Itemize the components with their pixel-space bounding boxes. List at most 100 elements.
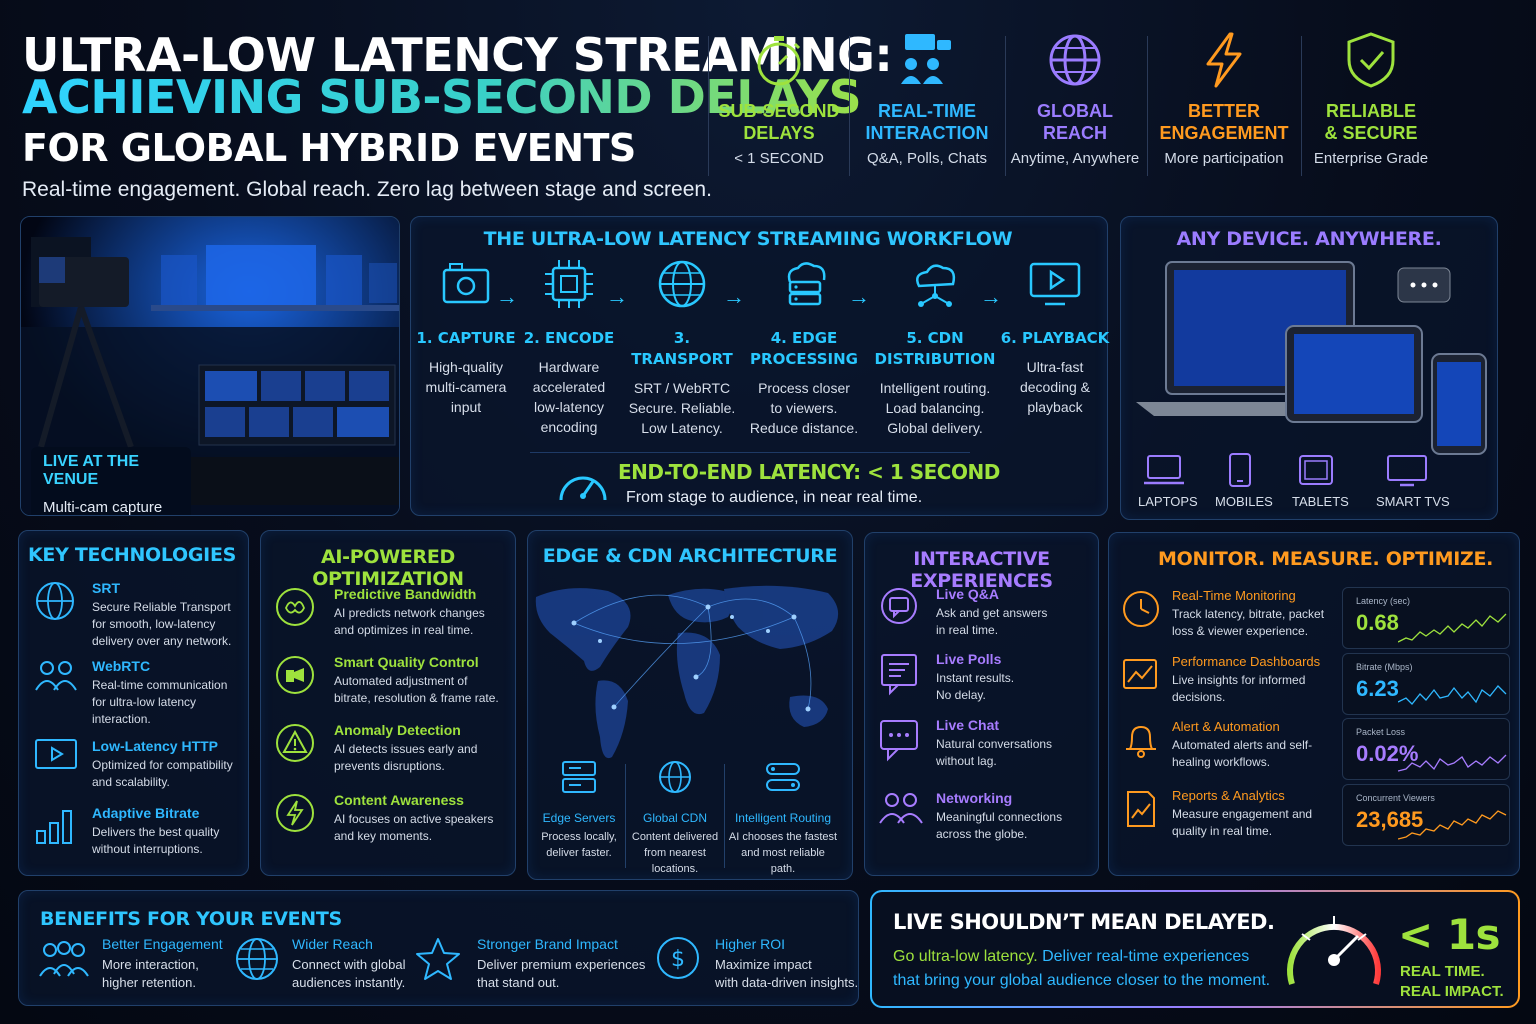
- metric-value: 0.68: [1356, 610, 1399, 635]
- globe-icon: [236, 938, 278, 980]
- arrow-right-icon: →: [848, 284, 870, 309]
- device-tablets: [1296, 452, 1336, 493]
- benefits-panel: [18, 890, 859, 1006]
- clock-icon: [1123, 591, 1159, 627]
- feature-title: RELIABLE& SECURE: [1324, 101, 1418, 143]
- dashboard-icon: [1123, 659, 1157, 689]
- metric-label: Concurrent Viewers: [1356, 793, 1435, 803]
- lightning-icon: [1206, 32, 1242, 88]
- item-title: Adaptive Bitrate: [92, 805, 200, 821]
- step-desc: Intelligent routing.Load balancing.Globa…: [879, 380, 991, 436]
- routing-icon: [766, 763, 800, 791]
- edge-title: EDGE & CDN ARCHITECTURE: [542, 545, 838, 567]
- metric-value: 6.23: [1356, 676, 1399, 701]
- benefit-desc: More interaction,higher retention.: [102, 957, 199, 990]
- venue-caption: LIVE AT THE VENUE Multi-cam capture: [31, 447, 191, 515]
- phone-icon: [1229, 453, 1251, 487]
- device-laptops: [1139, 452, 1189, 493]
- camera-icon: [442, 263, 490, 304]
- step-title: 2. ENCODE: [523, 329, 615, 347]
- item-title: Smart Quality Control: [334, 654, 479, 670]
- feature-separator: [849, 36, 850, 176]
- cta-tagline: REAL TIME.REAL IMPACT.: [1400, 963, 1504, 1000]
- benefit-title: Stronger Brand Impact: [477, 936, 618, 952]
- device-label-smart-tvs: SMART TVS: [1376, 494, 1450, 509]
- item-title: Networking: [936, 790, 1013, 806]
- item-title: Low-Latency HTTP: [92, 738, 219, 754]
- metric-label: Bitrate (Mbps): [1356, 662, 1413, 672]
- metric-viewers: Concurrent Viewers 23,685: [1342, 784, 1510, 846]
- tablet-icon: [1299, 455, 1333, 485]
- feature-sub: Enterprise Grade: [1313, 150, 1429, 167]
- metric-label: Latency (sec): [1356, 596, 1411, 606]
- metric-sparkline: [1398, 754, 1507, 772]
- report-icon: [1127, 791, 1155, 827]
- benefit-brand: Stronger Brand Impact Deliver premium ex…: [477, 936, 645, 992]
- metric-sparkline: [1398, 613, 1507, 643]
- latency-title: END-TO-END LATENCY: < 1 SECOND: [618, 460, 1000, 484]
- globe-icon: [659, 761, 691, 793]
- bell-icon: [1126, 725, 1156, 758]
- feature-reliable: RELIABLE& SECURE Enterprise Grade: [1301, 30, 1441, 167]
- edge-item-title: Global CDN: [642, 811, 708, 825]
- step-title: 3. TRANSPORT: [631, 329, 733, 368]
- benefit-title: Better Engagement: [102, 936, 223, 952]
- key-tech-title: KEY TECHNOLOGIES: [27, 544, 237, 566]
- item-title: Live Chat: [936, 717, 1000, 733]
- chat-icon: [880, 720, 918, 762]
- metric-latency: Latency (sec) 0.68: [1342, 587, 1510, 649]
- world-map: [535, 585, 839, 759]
- benefit-engagement: Better Engagement More interaction,highe…: [102, 936, 223, 992]
- feature-sub: Q&A, Polls, Chats: [866, 150, 988, 167]
- dollar-icon: $: [657, 937, 699, 979]
- step-title: 6. PLAYBACK: [1000, 329, 1110, 347]
- devices-illustration: [1136, 261, 1487, 455]
- edge-servers: Edge Servers Process locally,deliver fas…: [536, 760, 622, 861]
- workflow-divider: [530, 452, 970, 453]
- item-title: Live Polls: [936, 651, 1002, 667]
- arrow-right-icon: →: [606, 284, 628, 309]
- cta-title: LIVE SHOULDN’T MEAN DELAYED.: [893, 910, 1275, 934]
- item-title: Predictive Bandwidth: [334, 586, 477, 602]
- feature-separator: [1301, 36, 1302, 176]
- qa-bubble-icon: [881, 588, 917, 624]
- item-title: Performance Dashboards: [1172, 654, 1321, 669]
- feature-sub: Anytime, Anywhere: [1010, 150, 1140, 167]
- interactive-title: INTERACTIVE EXPERIENCES: [910, 548, 1053, 592]
- benefits-title: BENEFITS FOR YOUR EVENTS: [40, 908, 342, 930]
- cloud-server-icon: [787, 262, 826, 306]
- globe-icon: [1049, 34, 1101, 86]
- brain-icon: [276, 588, 314, 626]
- workflow-title: THE ULTRA-LOW LATENCY STREAMING WORKFLOW: [483, 228, 1013, 250]
- sliders-icon: [276, 656, 314, 694]
- arrow-right-icon: →: [723, 284, 745, 309]
- item-desc: Instant results.No delay.: [936, 671, 1015, 702]
- feature-separator: [1147, 36, 1148, 176]
- benefit-title: Wider Reach: [292, 936, 373, 952]
- metric-value: 23,685: [1356, 807, 1424, 832]
